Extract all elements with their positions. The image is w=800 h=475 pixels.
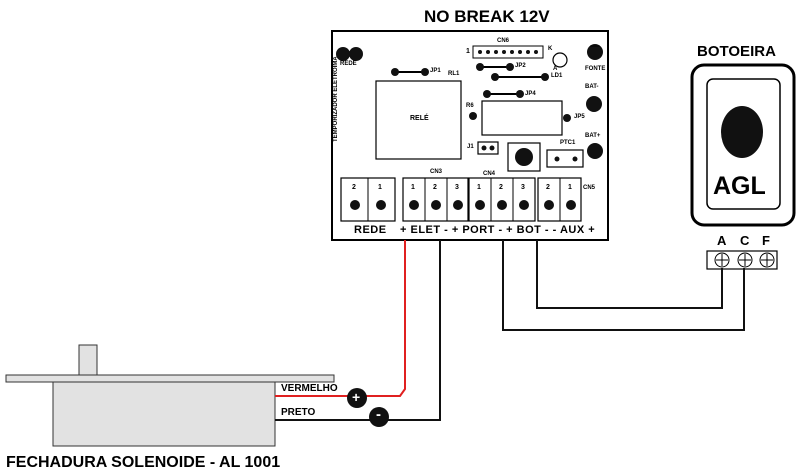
cn3-pin: 1 [411,184,415,191]
jp4-label: JP4 [525,91,536,97]
cn6-pins [478,50,538,54]
bat-minus-label: BAT- [585,84,599,90]
cn4-label: CN4 [483,171,496,177]
cn4-pin: 1 [477,184,481,191]
rede-terminal-label: REDE [354,224,387,236]
cn3-pin: 2 [433,184,437,191]
rede-pin: 1 [378,184,382,191]
fonte-label: FONTE [585,66,606,72]
fonte-terminal [587,44,603,60]
red-wire [275,240,406,397]
bat-minus-terminal [586,96,602,112]
minus-terminal-icon [369,407,389,427]
botoeira-title: BOTOEIRA [697,43,776,60]
cn4-pin: 3 [521,184,525,191]
plus-terminal-icon [347,388,367,408]
cn5-pin: 1 [568,184,572,191]
board-mount-dot [336,47,350,61]
cn3-pin: 3 [455,184,459,191]
r6-label: R6 [466,103,474,109]
bat-plus-label: BAT+ [585,133,601,139]
cn6-pin-one: 1 [466,48,470,55]
relay-box [375,80,462,160]
board-push-button [507,142,541,172]
board-bottom-label: + ELET - + PORT - + BOT - - AUX + [400,224,596,236]
cn5-label: CN5 [583,185,596,191]
terminal-c-label: C [740,233,750,248]
ptc1-label: PTC1 [560,140,576,146]
jp5-label: JP5 [574,114,585,120]
led-k-label: K [548,46,553,52]
rele-label: RELÉ [410,115,429,122]
jp2-label: JP2 [515,63,526,69]
bat-plus-terminal [587,143,603,159]
plus-symbol: + [352,389,361,405]
bot-wires [502,240,745,331]
lock-mount-plate [5,374,335,383]
botoeira-button [721,106,763,158]
cn6-label: CN6 [497,38,510,44]
terminal-block-cn3 [402,177,469,222]
ld1-label: LD1 [551,73,563,79]
terminal-block-cn4 [468,177,536,222]
terminal-f-label: F [762,233,770,248]
board-mount-dot [349,47,363,61]
led-a-label: A [553,66,558,72]
cn5-pin: 2 [546,184,550,191]
minus-symbol: - [376,406,381,423]
botoeira-brand: AGL [713,172,766,200]
red-wire-label: VERMELHO [281,383,338,394]
jp1-label: JP1 [430,68,441,74]
cn4-pin: 2 [499,184,503,191]
lock-bolt [78,344,98,376]
rede-small-label: REDE [340,61,357,67]
r6-component [481,100,563,136]
led-outline [552,52,568,68]
j1-label: J1 [467,144,474,150]
rede-pin: 2 [352,184,356,191]
rl1-label: RL1 [448,71,460,77]
terminal-a-label: A [717,233,727,248]
lock-body [52,381,276,447]
black-wire [275,240,441,421]
side-label: TEMPORIZADOR ELETROÍMÃ [333,56,339,142]
j1-jumper [477,141,499,155]
cn3-label: CN3 [430,169,443,175]
black-wire-label: PRETO [281,407,316,418]
terminal-screw-icons [714,252,775,268]
board-title: NO BREAK 12V [424,7,550,26]
lock-title: FECHADURA SOLENOIDE - AL 1001 [6,454,281,471]
ptc1-component [546,149,584,168]
cn6-header [472,45,544,59]
